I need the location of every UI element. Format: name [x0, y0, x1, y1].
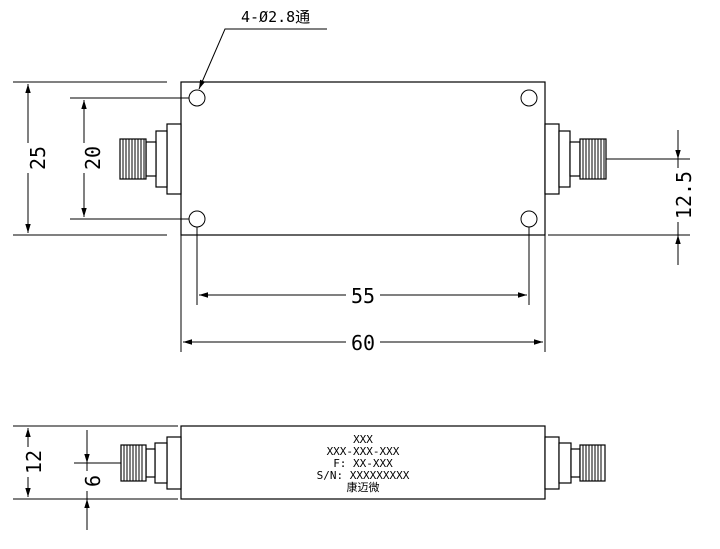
dim-length-overall: 60 — [351, 331, 375, 355]
dim-side-connector-height: 6 — [81, 475, 105, 487]
dim-connector-offset: 12.5 — [672, 171, 696, 219]
label-line-4: S/N: XXXXXXXXX — [317, 469, 410, 482]
right-connector-side — [544, 436, 606, 490]
side-view: XXX XXX-XXX-XXX F: XX-XXX S/N: XXXXXXXXX… — [13, 425, 606, 530]
dim-hole-spacing-horizontal: 55 — [351, 284, 375, 308]
left-connector-side — [120, 436, 182, 490]
label-line-3: F: XX-XXX — [333, 457, 393, 470]
mounting-hole — [520, 89, 538, 107]
label-line-2: XXX-XXX-XXX — [327, 445, 400, 458]
label-line-1: XXX — [353, 433, 373, 446]
dim-height-overall: 25 — [26, 146, 50, 170]
label-plate: XXX XXX-XXX-XXX F: XX-XXX S/N: XXXXXXXXX… — [317, 433, 410, 494]
label-line-5: 康迈微 — [347, 480, 380, 494]
hole-callout: 4-Ø2.8通 — [241, 8, 310, 26]
top-view: 25 20 55 60 12.5 4-Ø2.8通 — [13, 8, 696, 355]
left-connector-top — [119, 123, 182, 195]
right-connector-top — [544, 123, 607, 195]
dim-side-height: 12 — [22, 450, 46, 474]
housing-top — [180, 81, 546, 236]
dim-hole-spacing-vertical: 20 — [81, 146, 105, 170]
